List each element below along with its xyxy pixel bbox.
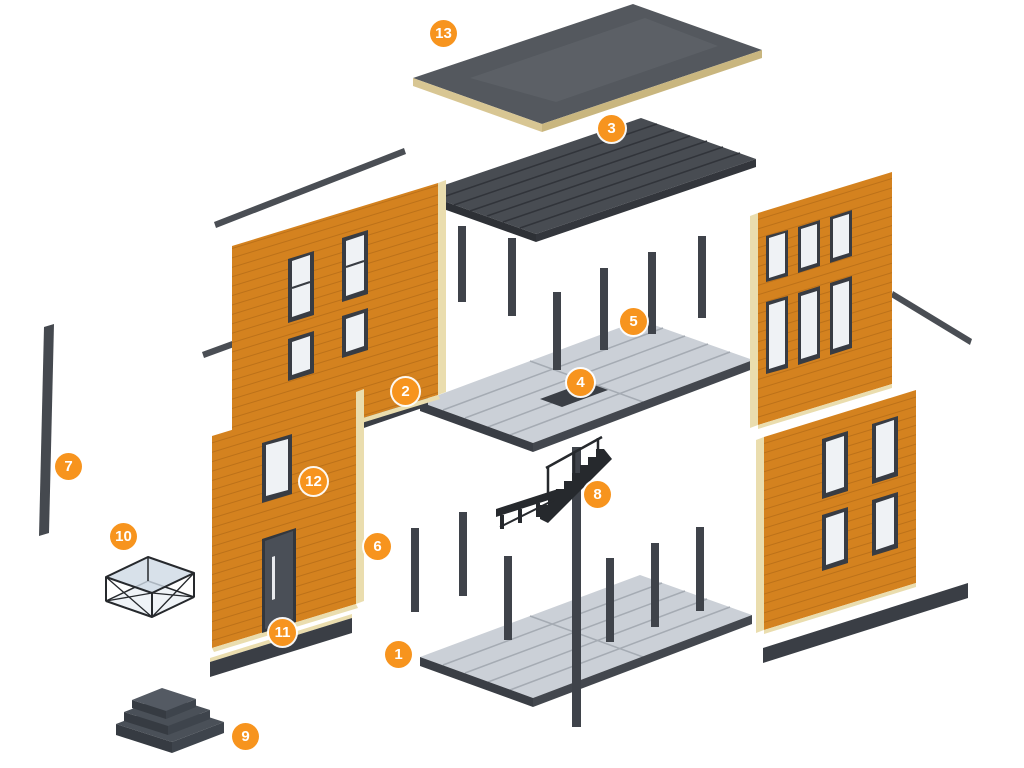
roof-panel bbox=[413, 4, 762, 132]
badge-1: 1 bbox=[385, 641, 412, 668]
badge-6: 6 bbox=[364, 533, 391, 560]
upper-left-windows bbox=[288, 230, 368, 381]
entry-steps bbox=[116, 688, 224, 753]
entry-door bbox=[262, 528, 296, 633]
roof-deck bbox=[421, 118, 756, 242]
upper-right-windows bbox=[766, 210, 852, 374]
lower-right-wall-panel bbox=[756, 390, 916, 634]
frame-module bbox=[105, 556, 195, 618]
badge-13: 13 bbox=[430, 20, 457, 47]
lower-left-wall-panel bbox=[212, 389, 364, 652]
ground-floor-deck bbox=[420, 575, 752, 707]
upper-right-wall-panel bbox=[750, 172, 892, 429]
badge-10: 10 bbox=[110, 523, 137, 550]
wall-studs-upper bbox=[458, 226, 706, 370]
badge-4: 4 bbox=[567, 369, 594, 396]
badge-8: 8 bbox=[584, 481, 611, 508]
side-trim-panel bbox=[39, 324, 54, 536]
badge-2: 2 bbox=[392, 378, 419, 405]
staircase bbox=[496, 435, 612, 529]
center-post bbox=[572, 447, 581, 727]
badge-7: 7 bbox=[55, 453, 82, 480]
badge-3: 3 bbox=[598, 115, 625, 142]
window bbox=[262, 434, 292, 503]
badge-5: 5 bbox=[620, 308, 647, 335]
wall-studs-lower bbox=[411, 447, 704, 727]
lower-right-windows bbox=[822, 416, 898, 571]
badge-12: 12 bbox=[300, 468, 327, 495]
badge-9: 9 bbox=[232, 723, 259, 750]
badge-11: 11 bbox=[269, 619, 296, 646]
upper-left-wall-panel bbox=[232, 180, 446, 462]
